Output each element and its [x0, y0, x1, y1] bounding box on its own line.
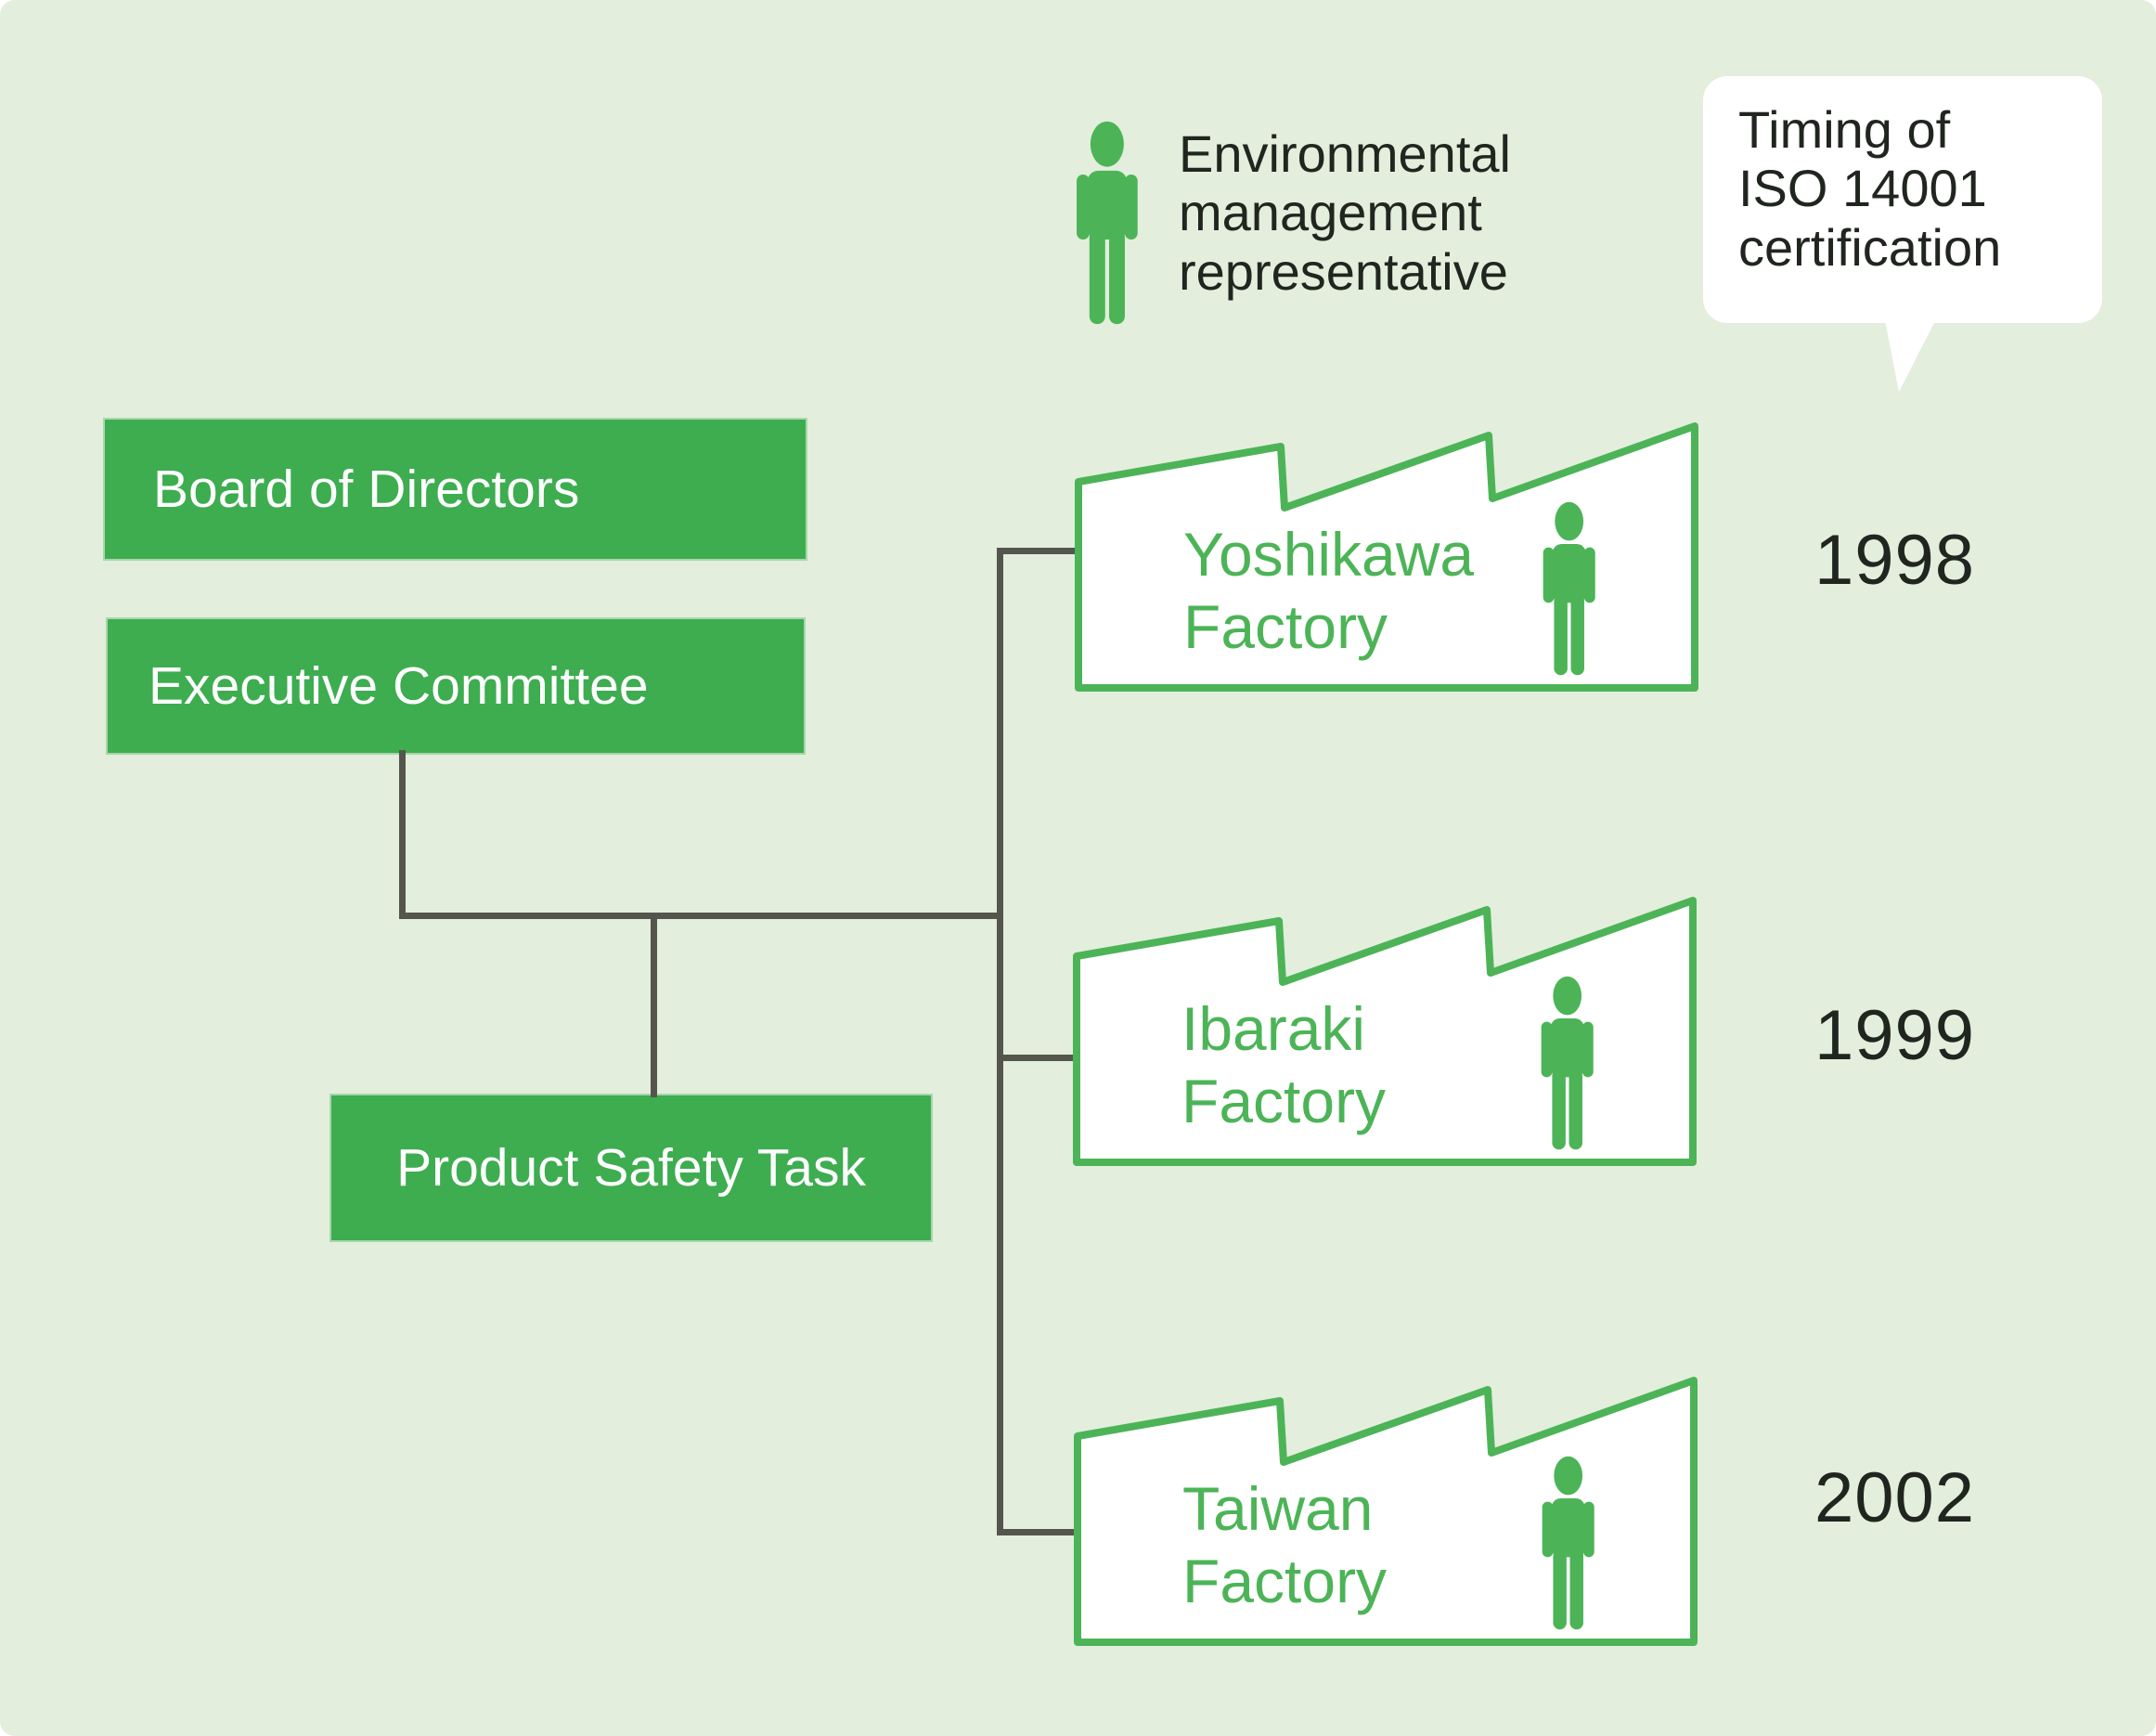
org-box-product-safety-task: Product Safety Task: [331, 1095, 931, 1240]
person-icon: [1542, 1456, 1594, 1630]
year-label-taiwan: 2002: [1814, 1458, 1976, 1537]
connector-bus: [399, 913, 1003, 919]
factory-name: Ibaraki Factory: [1181, 994, 1387, 1135]
connector-executive-drop: [399, 750, 406, 919]
callout-tail: [1884, 316, 1938, 392]
board-label: Board of Directors: [153, 460, 580, 519]
connector-yoshikawa: [997, 548, 1082, 554]
factory-building-icon: [1074, 1377, 1698, 1646]
factory-name: Taiwan Factory: [1182, 1474, 1388, 1615]
org-box-executive: Executive Committee: [108, 619, 804, 753]
factory-card-yoshikawa: Yoshikawa Factory: [1075, 422, 1698, 692]
person-icon: [1543, 501, 1595, 676]
factory-building-icon: [1075, 422, 1698, 692]
connector-taiwan: [997, 1529, 1083, 1535]
factory-name: Yoshikawa Factory: [1183, 520, 1475, 661]
year-label-ibaraki: 1999: [1814, 996, 1976, 1075]
callout-text: Timing of ISO 14001 certification: [1738, 100, 2002, 277]
person-icon: [1077, 121, 1138, 325]
factory-card-taiwan: Taiwan Factory: [1074, 1377, 1698, 1646]
year-label-yoshikawa: 1998: [1814, 521, 1976, 600]
legend-label: Environmental management representative: [1179, 124, 1511, 301]
org-box-board: Board of Directors: [105, 420, 806, 559]
connector-ibaraki: [997, 1055, 1082, 1061]
factory-card-ibaraki: Ibaraki Factory: [1073, 897, 1697, 1166]
factory-building-icon: [1073, 897, 1697, 1166]
connector-task-drop: [651, 913, 657, 1097]
callout-bubble: Timing of ISO 14001 certification: [1703, 76, 2102, 323]
connector-trunk: [997, 548, 1003, 1535]
task-label: Product Safety Task: [396, 1138, 866, 1198]
person-icon: [1541, 976, 1594, 1150]
executive-label: Executive Committee: [148, 656, 649, 716]
